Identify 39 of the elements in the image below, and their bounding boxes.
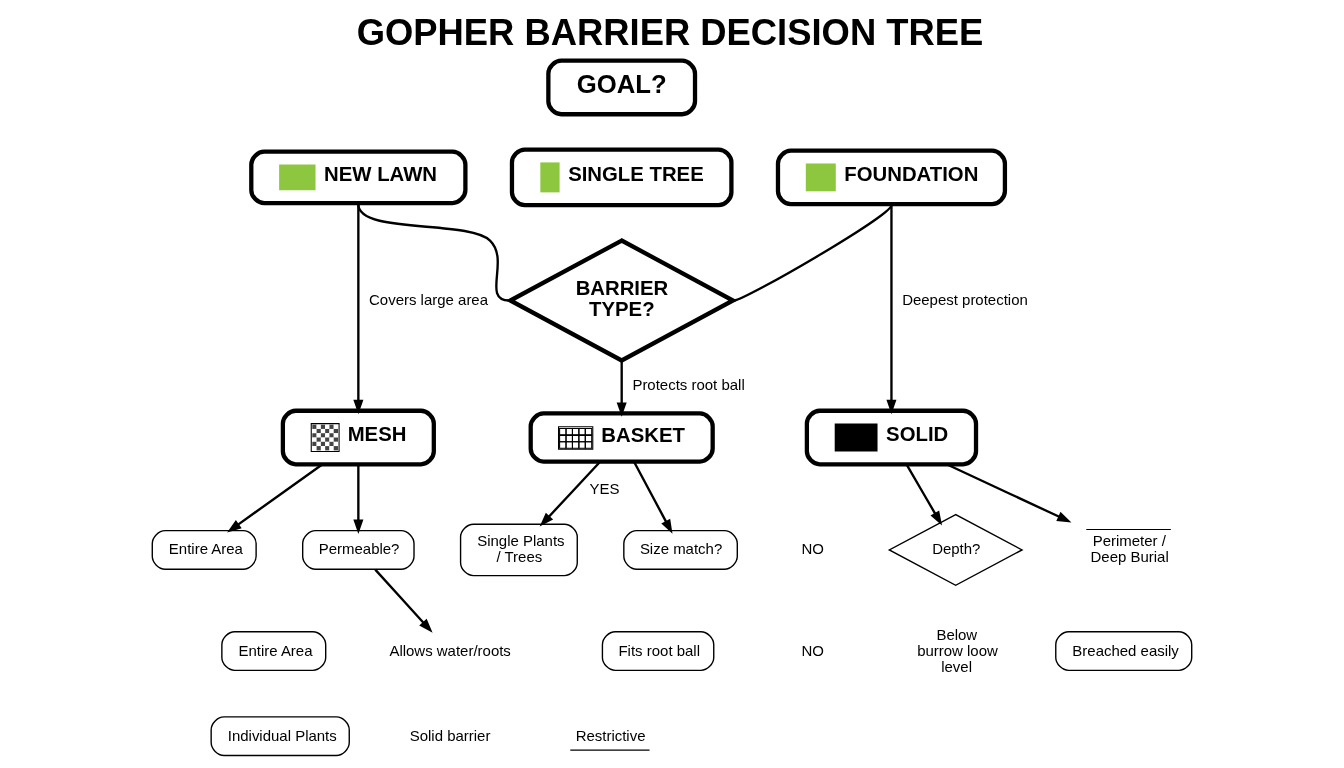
node-box: SOLID [804, 408, 979, 467]
connector [733, 204, 893, 302]
node-box: Permeable? [302, 529, 415, 570]
edge-label: Covers large area [369, 291, 489, 308]
arrow [227, 463, 323, 533]
edge-label: YES [589, 479, 620, 497]
edge-label: Protects root ball [632, 376, 745, 394]
arrow [353, 203, 364, 415]
node-box: Entire Area [221, 631, 327, 672]
arrow [374, 568, 433, 633]
arrow [539, 461, 601, 527]
node-box: Individual Plants [210, 716, 350, 757]
label: NO [801, 641, 824, 659]
node-box: FOUNDATION [775, 148, 1008, 207]
arrow [905, 463, 943, 526]
label: NO [801, 540, 824, 558]
node-box: NEW LAWN [249, 149, 468, 206]
node-diamond: Depth? [887, 513, 1024, 587]
label: Below burrow loow level [917, 625, 998, 675]
node-box: SINGLE TREE [509, 147, 734, 208]
arrow [633, 461, 673, 534]
node-box: Size match? [623, 529, 738, 570]
arrow [886, 204, 897, 415]
arrow [946, 463, 1072, 523]
node-text: Perimeter / Deep Burial [1090, 531, 1169, 565]
edge-label: Deepest protection [902, 291, 1028, 308]
node-box: BASKET [528, 411, 715, 464]
node-box: MESH [280, 408, 436, 467]
node-box: Single Plants / Trees [459, 523, 578, 577]
arrow [353, 464, 364, 534]
label: Restrictive [575, 726, 646, 744]
diagram-title: GOPHER BARRIER DECISION TREE [356, 11, 984, 53]
arrow [616, 360, 627, 417]
node-box: Breached easily [1055, 631, 1193, 672]
node-box: GOAL? [546, 58, 698, 117]
node-text: Allows water/roots [389, 641, 511, 659]
node-box: Fits root ball [601, 631, 715, 672]
node-box: Entire Area [151, 529, 257, 570]
label: Solid barrier [409, 726, 491, 744]
